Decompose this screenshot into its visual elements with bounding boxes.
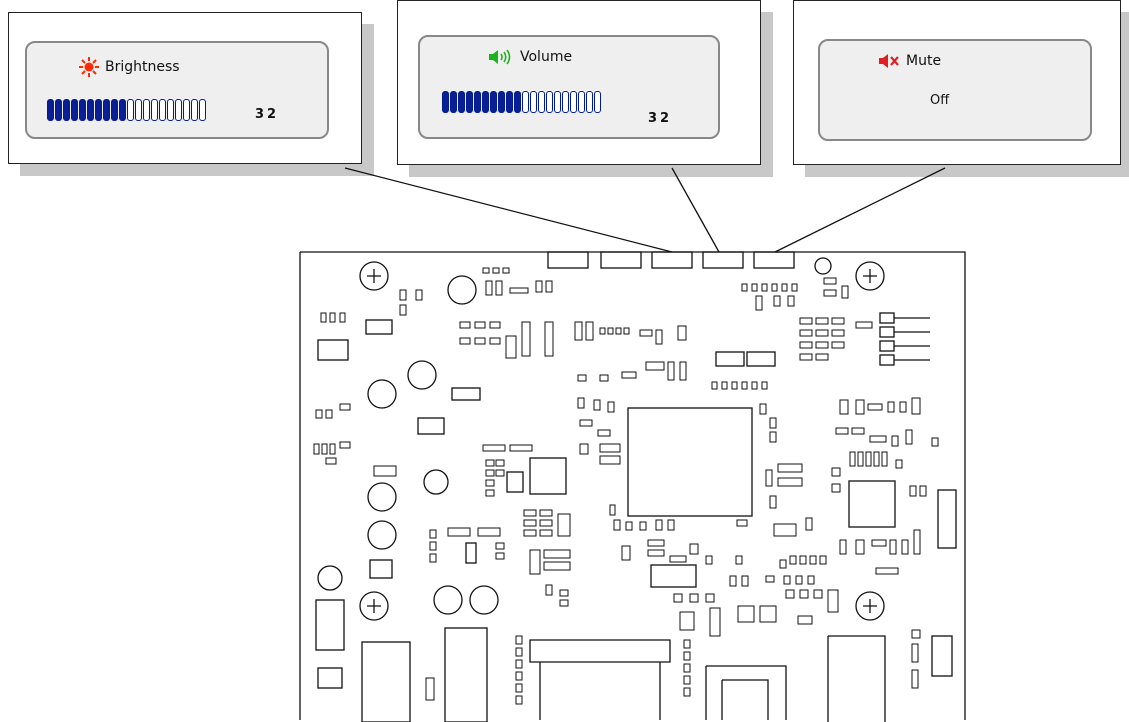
connector-power (361, 641, 411, 722)
osd-volume-label: Volume (520, 49, 573, 65)
volume-level-bar (442, 91, 601, 113)
crystal (650, 564, 697, 588)
level-segment (522, 91, 529, 113)
level-segment (554, 91, 561, 113)
mounting-hole-br (855, 591, 885, 621)
level-segment (586, 91, 593, 113)
mounting-hole-bl (359, 591, 389, 621)
connector-usb (827, 635, 886, 722)
osd-volume-panel: Volume 32 (418, 35, 720, 139)
level-segment (490, 91, 497, 113)
level-segment (570, 91, 577, 113)
level-segment (63, 99, 70, 121)
mounting-hole-tr (855, 261, 885, 291)
osd-brightness-panel: Brightness 32 (25, 41, 329, 139)
volume-value: 32 (648, 111, 673, 126)
level-segment (506, 91, 513, 113)
ic-right (848, 480, 896, 528)
callout-line-volume (671, 167, 720, 253)
osd-brightness-title: Brightness (79, 57, 180, 77)
callout-line-brightness (344, 167, 673, 253)
level-segment (191, 99, 198, 121)
level-segment (594, 91, 601, 113)
level-segment (546, 91, 553, 113)
main-ic (627, 407, 753, 517)
level-segment (199, 99, 206, 121)
level-segment (175, 99, 182, 121)
callout-line-mute (774, 167, 946, 253)
level-segment (466, 91, 473, 113)
button-volume (702, 251, 744, 269)
level-segment (562, 91, 569, 113)
level-segment (514, 91, 521, 113)
speaker-volume-icon (489, 49, 511, 65)
level-segment (151, 99, 158, 121)
level-segment (530, 91, 537, 113)
level-segment (79, 99, 86, 121)
button-2 (600, 251, 642, 269)
level-segment (442, 91, 449, 113)
level-segment (55, 99, 62, 121)
osd-mute-panel: Mute Off (818, 39, 1092, 141)
mute-value: Off (930, 93, 950, 108)
level-segment (103, 99, 110, 121)
osd-mute-label: Mute (906, 53, 942, 69)
brightness-level-bar (47, 99, 206, 121)
pin-header (879, 312, 930, 366)
ic-small (506, 471, 524, 493)
level-segment (482, 91, 489, 113)
level-segment (87, 99, 94, 121)
osd-brightness-window: Brightness 32 (8, 12, 362, 164)
sun-icon (79, 57, 99, 77)
level-segment (159, 99, 166, 121)
osd-volume-title: Volume (488, 49, 572, 65)
level-segment (498, 91, 505, 113)
level-segment (578, 91, 585, 113)
smd-components (313, 267, 939, 705)
level-segment (127, 99, 134, 121)
osd-volume-window: Volume 32 (397, 0, 761, 165)
level-segment (450, 91, 457, 113)
level-segment (95, 99, 102, 121)
level-segment (135, 99, 142, 121)
ic-left (529, 457, 567, 495)
button-1 (547, 251, 589, 269)
osd-mute-title: Mute (878, 53, 941, 69)
connector-lvds (529, 639, 671, 720)
level-segment (143, 99, 150, 121)
speaker-mute-icon (879, 54, 899, 68)
level-segment (167, 99, 174, 121)
connector-small (931, 635, 953, 677)
level-segment (47, 99, 54, 121)
led-indicator (814, 257, 832, 275)
level-segment (183, 99, 190, 121)
level-segment (119, 99, 126, 121)
level-segment (71, 99, 78, 121)
button-brightness (651, 251, 693, 269)
level-segment (111, 99, 118, 121)
connector-audio (444, 627, 488, 722)
connector-hdmi (705, 665, 787, 720)
button-mute (753, 251, 795, 269)
brightness-value: 32 (255, 107, 280, 122)
level-segment (474, 91, 481, 113)
osd-mute-window: Mute Off (793, 0, 1121, 165)
osd-brightness-label: Brightness (105, 59, 180, 75)
mounting-hole-tl (359, 261, 389, 291)
level-segment (458, 91, 465, 113)
level-segment (538, 91, 545, 113)
board-outline (299, 251, 966, 720)
